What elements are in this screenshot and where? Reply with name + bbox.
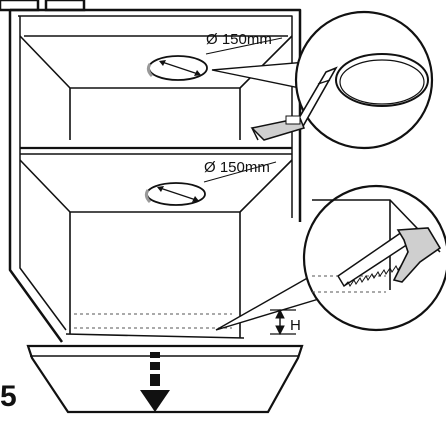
upper-duct-hole: [146, 55, 208, 81]
hole-cutter-icon: [250, 66, 338, 141]
lower-duct-hole: [144, 182, 206, 206]
down-arrow-icon: [140, 352, 170, 412]
label-leaders: [203, 37, 283, 183]
saw-detail-callout: [215, 184, 446, 332]
cooker-hood: [26, 344, 304, 414]
height-dimension: [270, 308, 296, 336]
lower-hole-diameter-label: Ø 150mm: [204, 159, 270, 176]
step-number: 5: [0, 380, 17, 413]
wall-cabinet: [8, 8, 302, 343]
upper-hole-diameter-label: Ø 150mm: [206, 31, 272, 48]
cutter-detail-callout: [211, 10, 434, 150]
page-header-marks: [0, 0, 86, 12]
saw-cutting-icon: [336, 227, 442, 288]
height-label: H: [290, 317, 301, 334]
height-reference-lines: [74, 313, 232, 329]
